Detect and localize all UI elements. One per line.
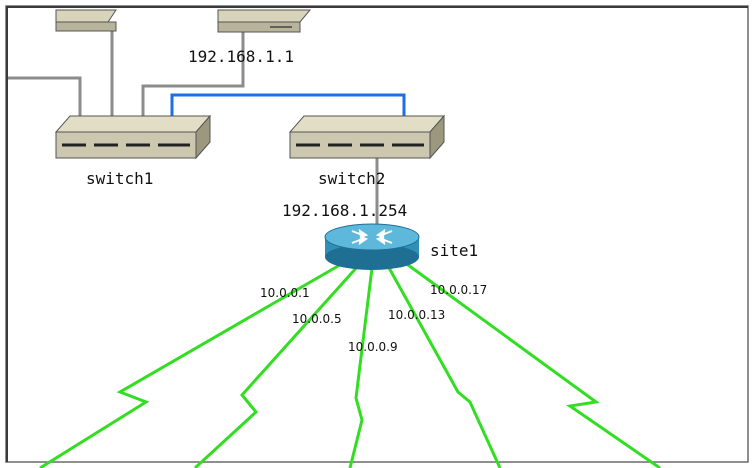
host-device-top-left xyxy=(55,9,117,32)
host-device-top xyxy=(55,9,117,23)
gateway-device xyxy=(217,9,312,33)
wan-link-2 xyxy=(193,264,360,468)
switch2-name-label: switch2 xyxy=(318,169,385,188)
gateway-device-top xyxy=(217,9,312,23)
switch2-device xyxy=(288,114,446,160)
wan-link-label: 10.0.0.17 xyxy=(430,283,487,297)
cable-gateway-to-switch1 xyxy=(141,30,245,142)
router-name-label: site1 xyxy=(430,241,478,260)
wan-link-1 xyxy=(39,260,346,468)
router-device xyxy=(324,223,420,270)
wan-links xyxy=(39,260,661,468)
switch2-ip-label: 192.168.1.254 xyxy=(282,201,407,220)
switch1-device xyxy=(54,114,212,160)
wan-link-5 xyxy=(403,260,661,468)
router-top xyxy=(324,223,420,251)
gateway-device-front xyxy=(217,21,301,33)
wan-link-labels: 10.0.0.1 10.0.0.5 10.0.0.9 10.0.0.13 10.… xyxy=(260,283,487,354)
switch1-top xyxy=(54,115,212,133)
gateway-ip-label: 192.168.1.1 xyxy=(188,47,294,66)
wan-link-3 xyxy=(348,267,374,468)
wan-link-label: 10.0.0.5 xyxy=(292,312,342,326)
host-device-front xyxy=(55,21,117,32)
wan-link-4 xyxy=(386,265,502,468)
switch1-name-label: switch1 xyxy=(86,169,153,188)
wan-link-label: 10.0.0.9 xyxy=(348,340,398,354)
switch2-top xyxy=(288,115,446,133)
lan-cables xyxy=(8,28,379,230)
wan-link-label: 10.0.0.1 xyxy=(260,286,310,300)
router-arrows-icon xyxy=(351,228,393,246)
wan-link-label: 10.0.0.13 xyxy=(388,308,445,322)
router-bottom xyxy=(325,244,419,270)
